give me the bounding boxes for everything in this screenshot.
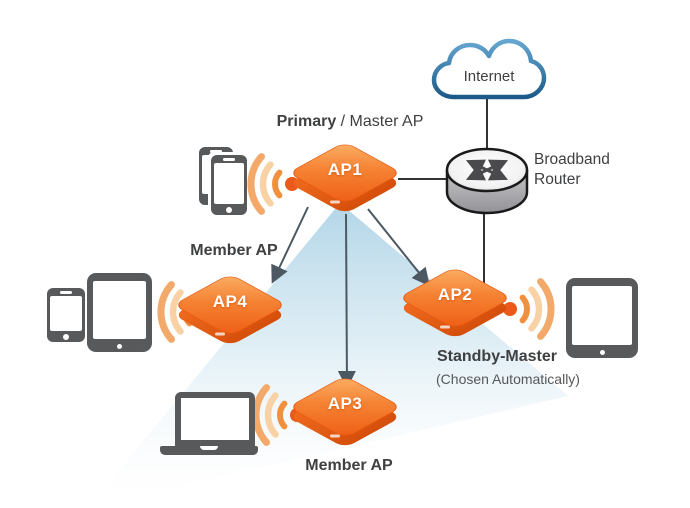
wifi-signal-icon xyxy=(247,153,299,215)
arrow-ap1-to-ap2 xyxy=(367,208,430,287)
smartphone-icon xyxy=(211,155,247,215)
tablet-icon xyxy=(87,273,152,352)
ap-led-icon xyxy=(215,332,225,336)
internet-cloud-node: Internet xyxy=(430,36,548,104)
smartphone-icon xyxy=(47,288,85,342)
standby-master-label: Standby-Master xyxy=(436,348,558,365)
broadband-router-node xyxy=(442,146,532,218)
ap4-node: AP4 xyxy=(170,269,290,353)
ap3-node: AP3 xyxy=(285,371,405,455)
standby-master-note: (Chosen Automatically) xyxy=(436,371,580,387)
internet-label: Internet xyxy=(463,68,515,85)
ap2-node: AP2 xyxy=(395,262,515,346)
laptop-icon xyxy=(160,392,258,455)
ap-led-icon xyxy=(330,200,340,204)
ap1-label: AP1 xyxy=(327,160,363,179)
ap-led-icon xyxy=(330,434,340,438)
router-label: Broadband Router xyxy=(534,151,610,188)
arrow-ap1-to-ap3 xyxy=(337,213,356,389)
tablet-icon xyxy=(566,278,638,358)
member-ap3-label: Member AP xyxy=(305,457,393,474)
ap-led-icon xyxy=(440,325,450,329)
wifi-signal-icon xyxy=(503,278,555,340)
router-arrows-icon xyxy=(465,159,509,181)
router-icon xyxy=(445,147,529,215)
access-point-icon xyxy=(293,144,397,212)
ap4-label: AP4 xyxy=(212,292,248,311)
primary-master-label: Primary / Master AP xyxy=(276,113,424,130)
ap3-label: AP3 xyxy=(327,394,363,413)
ap2-label: AP2 xyxy=(437,285,473,304)
access-point-icon xyxy=(178,276,282,344)
access-point-icon xyxy=(293,378,397,446)
arrow-ap1-to-ap4 xyxy=(271,206,309,284)
member-ap4-label: Member AP xyxy=(190,242,278,259)
cloud-icon xyxy=(431,38,547,100)
ap1-node: AP1 xyxy=(285,137,405,221)
